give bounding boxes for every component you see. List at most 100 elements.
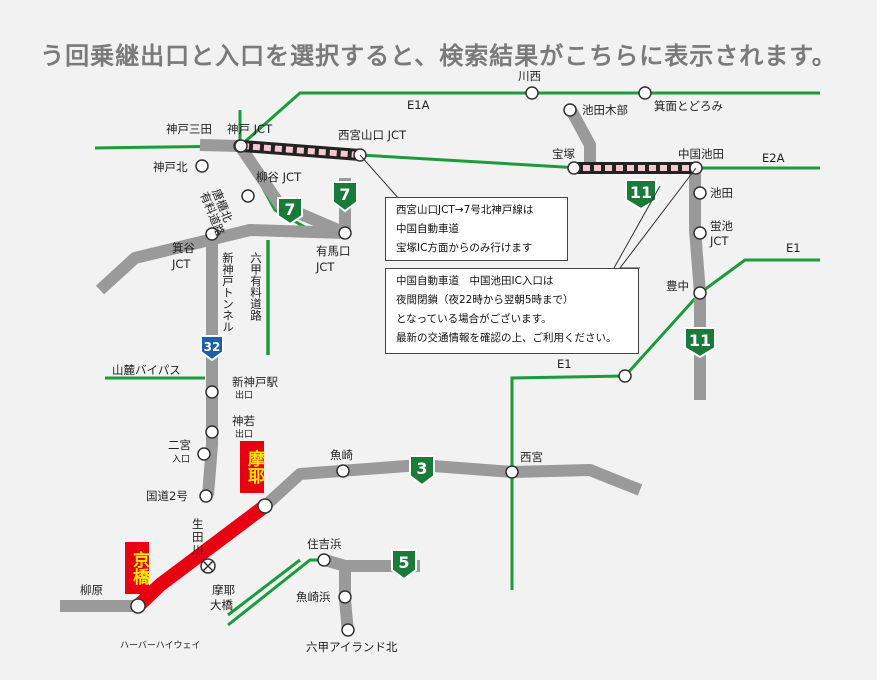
- node-uozaki[interactable]: [336, 464, 350, 478]
- label-e2a: E2A: [762, 151, 785, 165]
- node-kobe-kita[interactable]: [195, 159, 209, 173]
- node-sumiyoshihama[interactable]: [317, 553, 331, 567]
- label-toyonaka: 豊中: [666, 279, 689, 293]
- node-kamiwaka[interactable]: [205, 425, 219, 439]
- label-kobe-sanda: 神戸三田: [166, 122, 212, 136]
- label-kobe-jct: 神戸 JCT: [227, 122, 273, 136]
- label-chugoku-ikeda: 中国池田: [678, 147, 724, 161]
- label-ninomiya-sub: 入口: [172, 454, 190, 465]
- label-kawanishi: 川西: [518, 69, 541, 83]
- node-kokudo2[interactable]: [199, 489, 213, 503]
- node-toyonaka[interactable]: [693, 286, 707, 300]
- notice-chugoku-ikeda: 中国自動車道 中国池田IC入口は 夜間閉鎖（夜22時から翌朝5時まで） となって…: [385, 268, 639, 354]
- label-e1-lower: E1: [557, 357, 572, 371]
- notice2-line1: 中国自動車道 中国池田IC入口は: [396, 275, 554, 287]
- svg-text:32: 32: [204, 340, 221, 354]
- label-kokudo2: 国道2号: [146, 489, 188, 503]
- label-hotarugaike-jct: JCT: [709, 234, 729, 248]
- label-sanroku-bypass: 山麓バイパス: [112, 363, 181, 377]
- label-rokko-island: 六甲アイランド北: [306, 640, 398, 654]
- notice1-line1: 西宮山口JCT→7号北神戸線は: [396, 204, 534, 216]
- label-nishinomiya-yamaguchi-jct: 西宮山口 JCT: [338, 128, 407, 142]
- label-kamiwaka: 神若: [232, 414, 255, 428]
- label-uozakihama: 魚崎浜: [296, 590, 331, 604]
- node-shinkobe-eki[interactable]: [205, 385, 219, 399]
- selected-entrance-kyobashi[interactable]: 京橋: [125, 542, 149, 594]
- node-rokko-island[interactable]: [341, 623, 355, 637]
- node-minoo[interactable]: [638, 86, 652, 100]
- e1a-line: [94, 91, 820, 150]
- selected-exit-maya[interactable]: 摩耶: [240, 441, 264, 493]
- node-hotarugaike[interactable]: [693, 226, 707, 240]
- label-shinkobe-tunnel: 新神戸トンネル: [221, 251, 235, 332]
- svg-text:5: 5: [398, 553, 409, 572]
- notice2-line2: 夜間閉鎖（夜22時から翌朝5時まで）: [396, 294, 574, 306]
- page-title: う回乗継出口と入口を選択すると、検索結果がこちらに表示されます。: [40, 42, 837, 70]
- svg-text:11: 11: [689, 331, 711, 350]
- node-kobe-jct[interactable]: [234, 139, 248, 153]
- label-minotani-jct: JCT: [171, 257, 191, 271]
- label-yanagihara: 柳原: [80, 583, 103, 597]
- label-e1a: E1A: [407, 98, 430, 112]
- selected-route: [131, 499, 272, 613]
- label-ikedakibe: 池田木部: [582, 103, 628, 117]
- node-maya[interactable]: [257, 498, 273, 514]
- ikuta-crossing-icon: [200, 558, 216, 574]
- node-kyobashi[interactable]: [130, 598, 146, 614]
- label-maya-oohashi-1: 摩耶: [212, 583, 235, 597]
- label-minotani: 箕谷: [172, 241, 195, 255]
- route-shield-11b: 11: [684, 327, 716, 359]
- label-arimaguchi: 有馬口: [316, 244, 351, 258]
- label-ikuta-1: 生: [192, 517, 204, 531]
- label-ninomiya: 二宮: [168, 438, 191, 452]
- harbor-line: [227, 558, 301, 617]
- route-shield-7b: 7: [332, 181, 358, 213]
- label-ikeda: 池田: [710, 186, 733, 200]
- svg-text:11: 11: [630, 183, 652, 202]
- label-e1-upper: E1: [786, 241, 801, 255]
- route-shield-5: 5: [391, 549, 417, 581]
- label-kobe-kita: 神戸北: [153, 160, 188, 174]
- notice1-line3: 宝塚IC方面からのみ行けます: [396, 242, 533, 254]
- route-shield-7a: 7: [277, 197, 303, 226]
- route-shield-3: 3: [409, 455, 435, 487]
- notice1-line2: 中国自動車道: [396, 223, 459, 235]
- label-rokko-toll: 六甲有料道路: [249, 252, 263, 322]
- node-arimaguchi-jct[interactable]: [338, 226, 352, 240]
- route7-to-minotani: [95, 224, 346, 295]
- label-takarazuka: 宝塚: [552, 147, 575, 161]
- label-ikuta-2: 田: [192, 530, 204, 544]
- node-yanagitani-jct[interactable]: [241, 189, 255, 203]
- e1-lower-line: [510, 374, 626, 590]
- label-harbor-highway: ハーバーハイウェイ: [120, 640, 201, 651]
- node-e1-lower[interactable]: [618, 369, 632, 383]
- label-sumiyoshihama: 住吉浜: [307, 537, 342, 551]
- svg-text:3: 3: [416, 459, 427, 478]
- node-nishinomiya[interactable]: [505, 465, 519, 479]
- label-shinkobe-eki: 新神戸駅: [232, 375, 278, 389]
- closed-segment-kobe: [241, 140, 361, 161]
- label-maya-oohashi-2: 大橋: [210, 598, 233, 612]
- node-kawanishi[interactable]: [525, 86, 539, 100]
- notice2-line4: 最新の交通情報を確認の上、ご利用ください。: [396, 332, 617, 344]
- label-nishinomiya: 西宮: [520, 450, 543, 464]
- node-ikeda[interactable]: [693, 186, 707, 200]
- node-ikedakibe[interactable]: [563, 103, 577, 117]
- notice-nishinomiya-yamaguchi: 西宮山口JCT→7号北神戸線は 中国自動車道 宝塚IC方面からのみ行けます: [385, 197, 568, 261]
- route32-gray: [202, 230, 218, 496]
- label-arimaguchi-jct: JCT: [315, 260, 335, 274]
- svg-text:7: 7: [339, 185, 350, 204]
- node-minotani-jct[interactable]: [205, 227, 219, 241]
- callout-pointer-2b: [613, 185, 661, 269]
- node-ninomiya[interactable]: [197, 447, 211, 461]
- callout-pointer-1: [359, 154, 420, 201]
- node-takarazuka[interactable]: [567, 161, 581, 175]
- e1-upper-line: [623, 258, 820, 378]
- label-uozaki: 魚崎: [330, 448, 353, 462]
- label-shinkobe-eki-sub: 出口: [235, 389, 253, 401]
- route-shield-11a: 11: [625, 179, 657, 211]
- notice2-line3: となっている場合がございます。: [396, 313, 552, 325]
- node-uozakihama[interactable]: [338, 590, 352, 604]
- label-hotarugaike: 蛍池: [710, 219, 733, 233]
